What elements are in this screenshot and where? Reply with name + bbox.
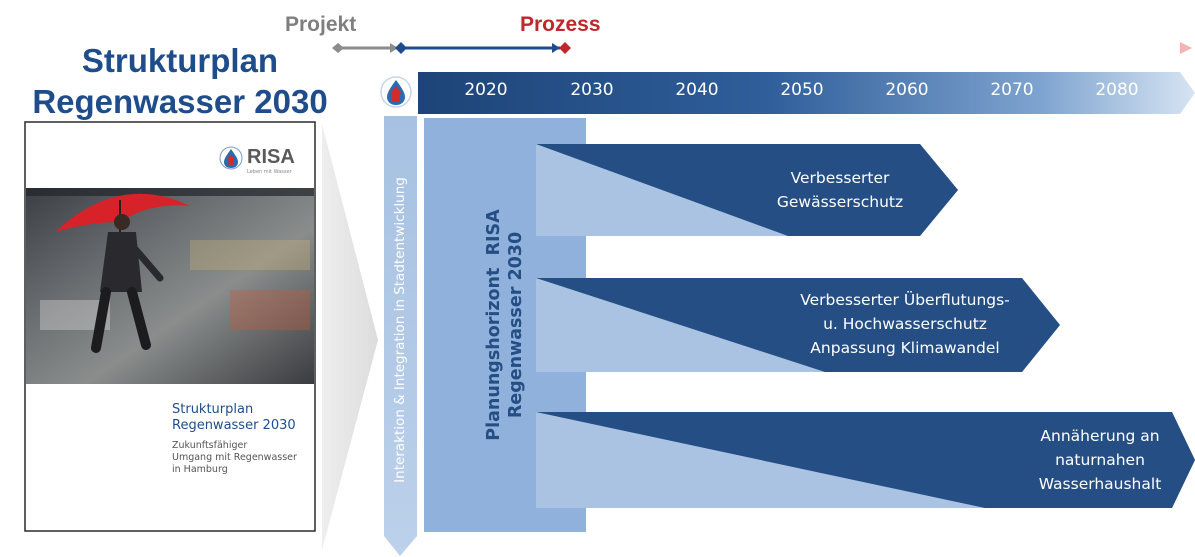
year-2060: 2060 — [885, 80, 929, 100]
goal-3-text: Annäherung an naturnahen Wasserhaushalt — [1015, 424, 1185, 496]
year-2070: 2070 — [990, 80, 1034, 100]
year-2040: 2040 — [675, 80, 719, 100]
year-timeline-bar — [418, 72, 1195, 114]
cover-subtitle: Zukunftsfähiger Umgang mit Regenwasser i… — [172, 440, 297, 476]
goal-1-line-2: Gewässerschutz — [776, 193, 904, 211]
side-vertical-bar — [384, 116, 417, 556]
goal-2-line-3: Anpassung Klimawandel — [810, 339, 1000, 357]
year-2050: 2050 — [780, 80, 824, 100]
side-bar-label: Interaktion & Integration in Stadtentwic… — [392, 177, 408, 483]
planning-horizon-line-2: Regenwasser 2030 — [506, 231, 526, 419]
cover-title-line-2: Regenwasser 2030 — [172, 418, 296, 433]
cover-logo-subtext: Leben mit Wasser — [247, 169, 292, 175]
goal-3-line-3: Wasserhaushalt — [1038, 475, 1162, 493]
prozess-timeline-line — [559, 42, 1192, 54]
planning-horizon-line-1: Planungshorizont RISA — [484, 209, 504, 441]
goal-arrow-3-shape — [536, 412, 1195, 508]
goal-3-line-1: Annäherung an — [1040, 427, 1160, 445]
goal-arrow-1-shape — [536, 144, 958, 236]
planning-horizon-label: Planungshorizont RISA Regenwasser 2030 — [483, 175, 527, 475]
risa-logo-icon — [380, 76, 412, 108]
goal-2-line-1: Verbesserter Überflutungs- — [800, 291, 1010, 309]
prozess-label: Prozess — [520, 13, 601, 36]
projekt-label: Projekt — [285, 13, 357, 36]
cover-title: Strukturplan Regenwasser 2030 — [172, 402, 296, 434]
project-phase-line — [395, 42, 560, 54]
year-2080: 2080 — [1095, 80, 1139, 100]
cover-sub-line-3: in Hamburg — [172, 464, 228, 475]
goal-2-line-2: u. Hochwasserschutz — [823, 315, 987, 333]
cover-photo — [26, 188, 314, 384]
page-title-line-1: Strukturplan — [81, 42, 279, 79]
cover-sub-line-1: Zukunftsfähiger — [172, 440, 248, 451]
projekt-timeline-line — [332, 43, 398, 53]
transition-chevron — [322, 124, 378, 550]
cover-logo-text: RISA — [247, 146, 295, 168]
goal-arrow-2-shape — [536, 278, 1060, 372]
goal-3-line-2: naturnahen — [1055, 451, 1145, 469]
goal-1-text: Verbesserter Gewässerschutz — [740, 166, 940, 214]
page-title-line-2: Regenwasser 2030 — [32, 83, 328, 120]
goal-2-text: Verbesserter Überflutungs- u. Hochwasser… — [780, 288, 1030, 360]
cover-sub-line-2: Umgang mit Regenwasser — [172, 452, 297, 463]
goal-1-line-1: Verbesserter — [790, 169, 890, 187]
year-2020: 2020 — [464, 80, 508, 100]
cover-title-line-1: Strukturplan — [172, 402, 254, 417]
year-2030: 2030 — [570, 80, 614, 100]
cover-risa-logo-icon — [219, 146, 243, 170]
